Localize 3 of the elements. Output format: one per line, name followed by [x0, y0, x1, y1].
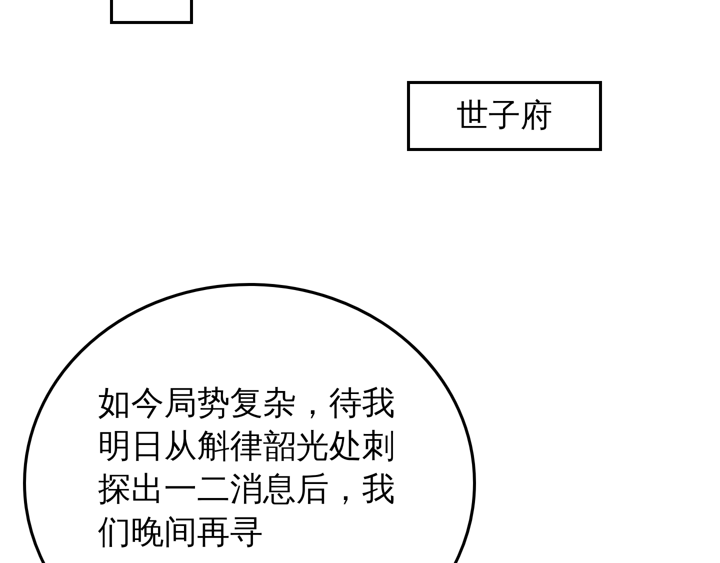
dialogue-text: 如今局势复杂，待我明日从斛律韶光处刺探出一二消息后，我们晚间再寻 [98, 382, 396, 553]
caption-box [407, 81, 602, 151]
caption-text: 世子府 [456, 95, 552, 136]
